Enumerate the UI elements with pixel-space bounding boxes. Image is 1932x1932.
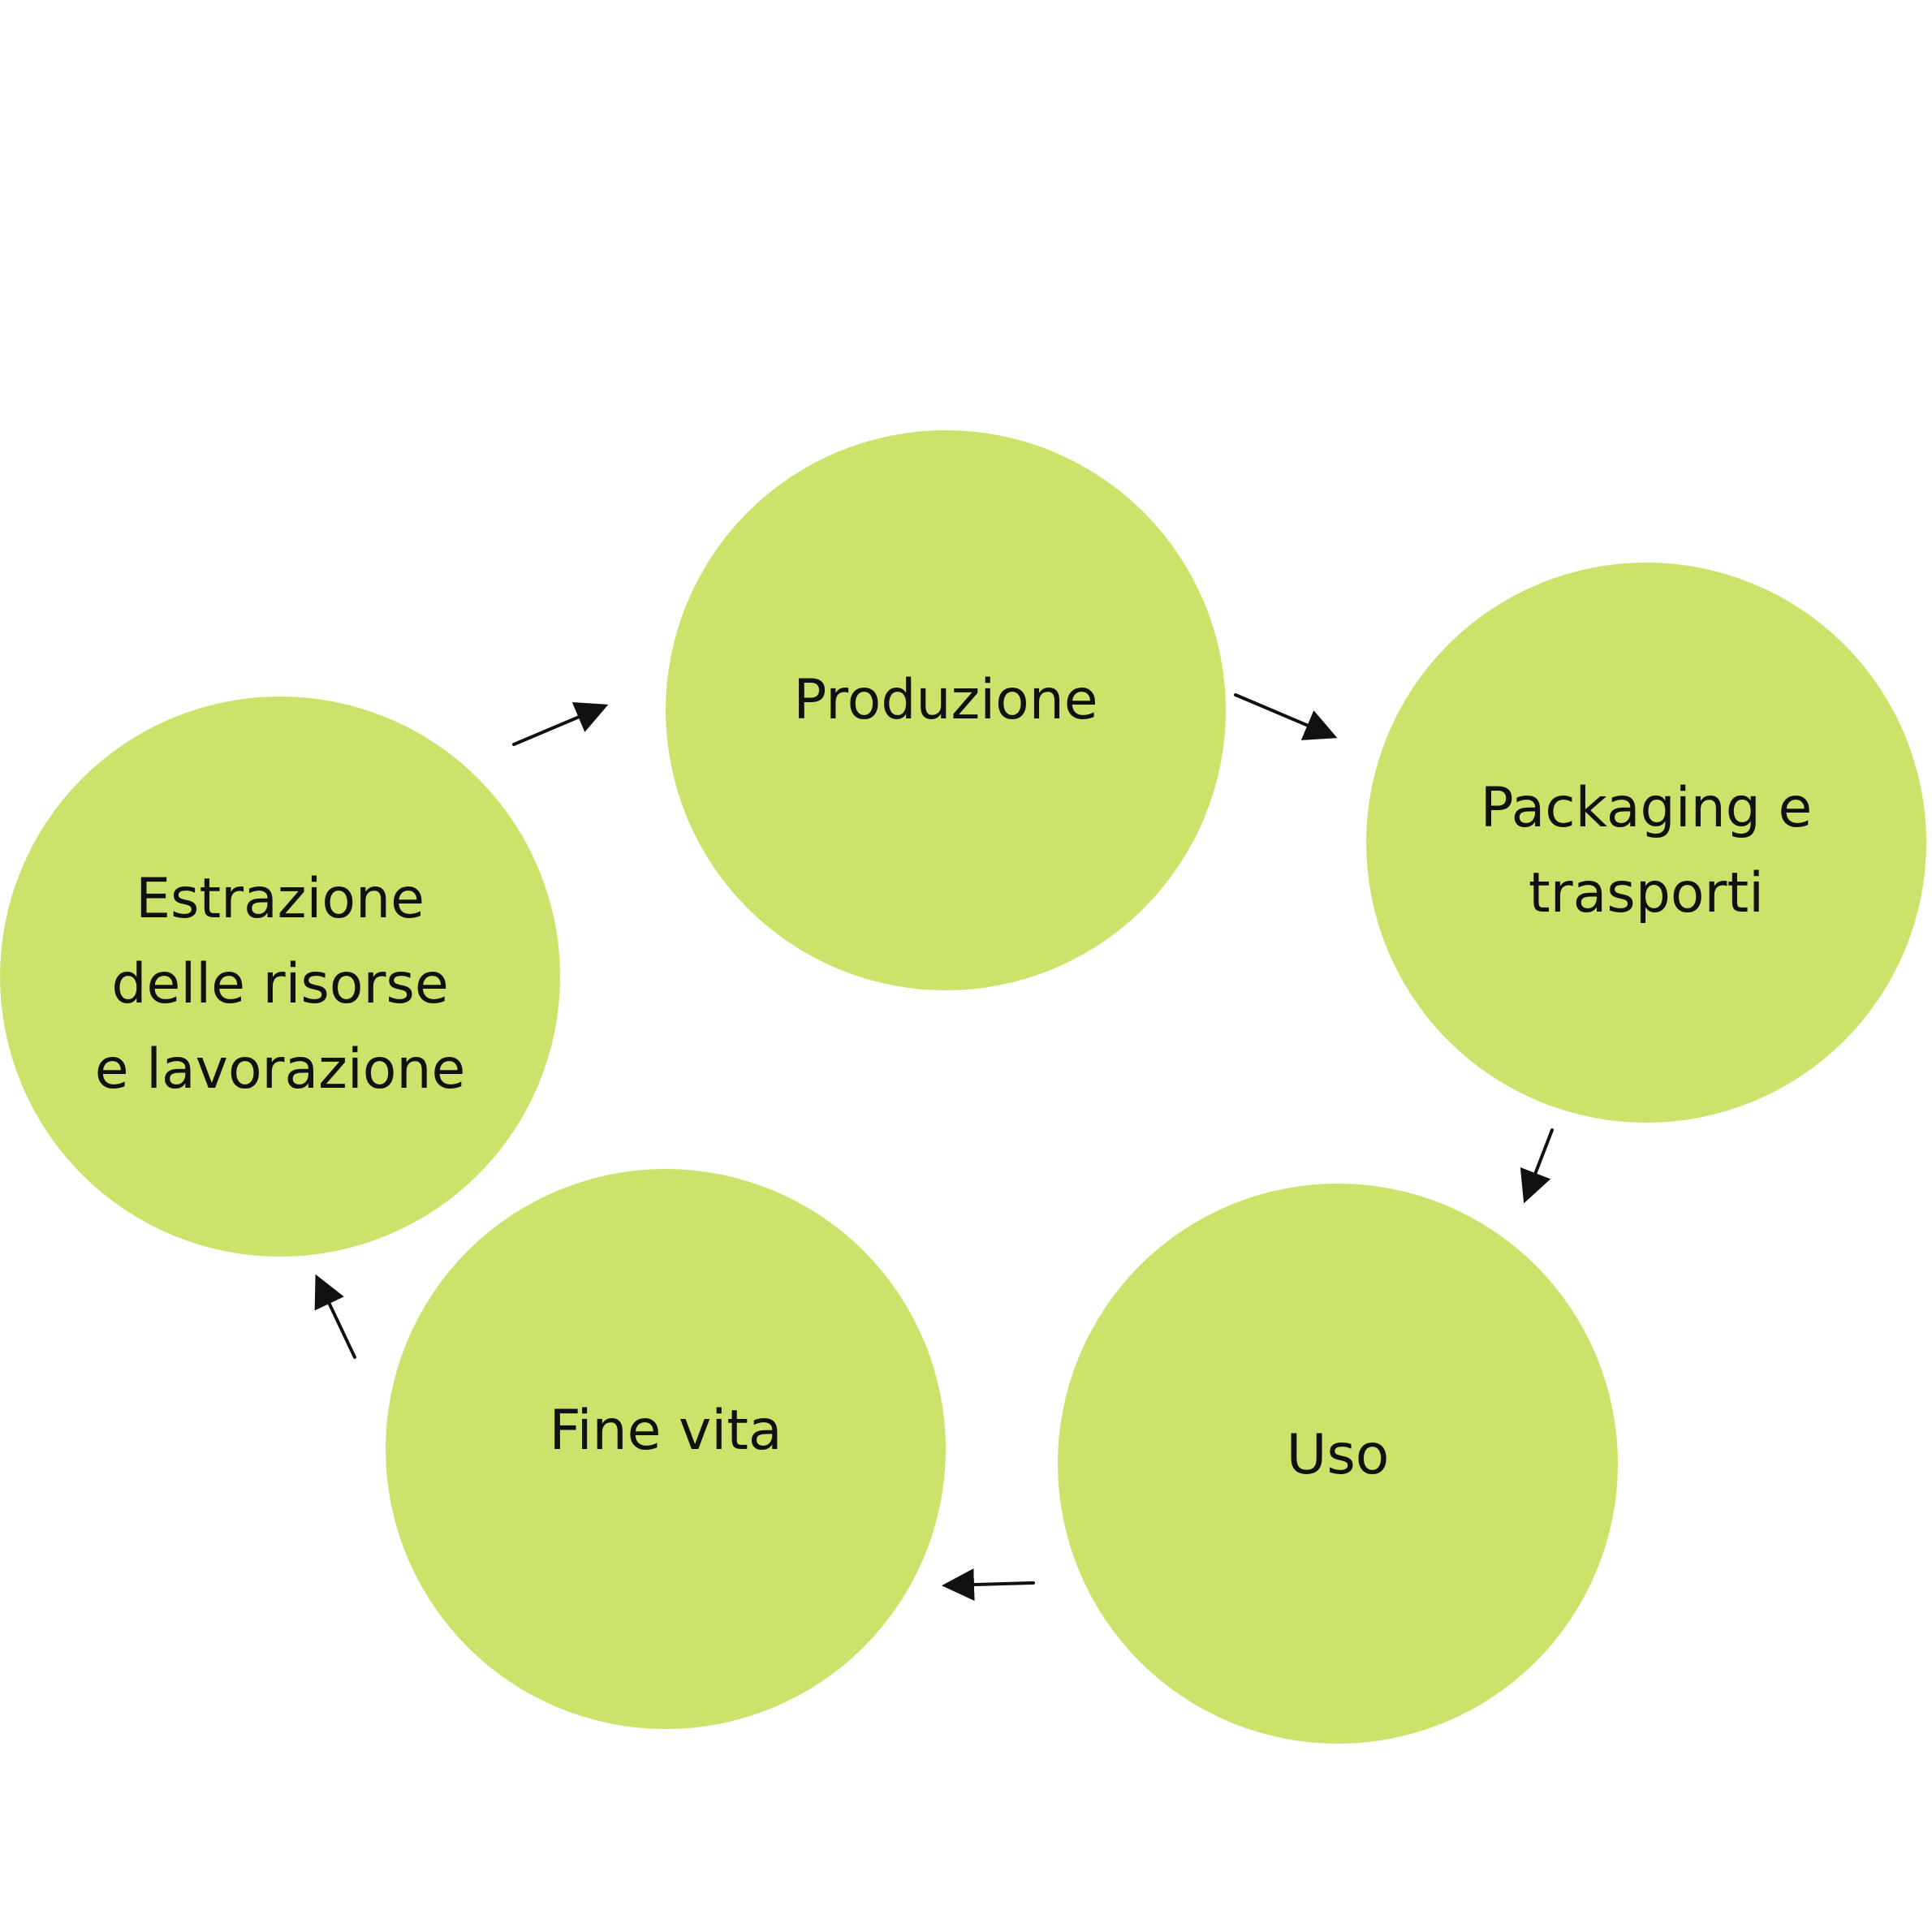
node-packaging: Packaging e trasporti <box>1366 563 1926 1123</box>
node-fine-vita-label-line-1: Fine vita <box>549 1399 783 1463</box>
node-estrazione: Estrazione delle risorse e lavorazione <box>0 696 560 1257</box>
node-produzione-label-line-1: Produzione <box>793 668 1098 732</box>
node-produzione-label: Produzione <box>666 658 1226 743</box>
node-packaging-label: Packaging e trasporti <box>1366 765 1926 936</box>
node-estrazione-label: Estrazione delle risorse e lavorazione <box>0 856 560 1112</box>
node-uso-label-line-1: Uso <box>1286 1423 1390 1487</box>
arrow-uso-to-fine-vita <box>942 1568 1035 1602</box>
arrow-fine-vita-to-estrazione <box>314 1274 356 1359</box>
node-estrazione-label-line-2: delle risorse <box>111 952 449 1016</box>
node-packaging-label-line-1: Packaging e <box>1480 776 1813 840</box>
arrow-packaging-to-uso <box>1520 1128 1554 1204</box>
arrow-produzione-to-packaging <box>1234 693 1338 740</box>
node-estrazione-label-line-1: Estrazione <box>136 867 425 931</box>
node-uso-label: Uso <box>1058 1412 1618 1498</box>
node-fine-vita: Fine vita <box>386 1169 946 1729</box>
node-produzione: Produzione <box>666 430 1226 990</box>
arrow-estrazione-to-produzione <box>512 702 609 746</box>
node-packaging-label-line-2: trasporti <box>1529 861 1764 925</box>
node-estrazione-label-line-3: e lavorazione <box>94 1037 466 1102</box>
node-fine-vita-label: Fine vita <box>386 1388 946 1473</box>
node-uso: Uso <box>1058 1184 1618 1744</box>
